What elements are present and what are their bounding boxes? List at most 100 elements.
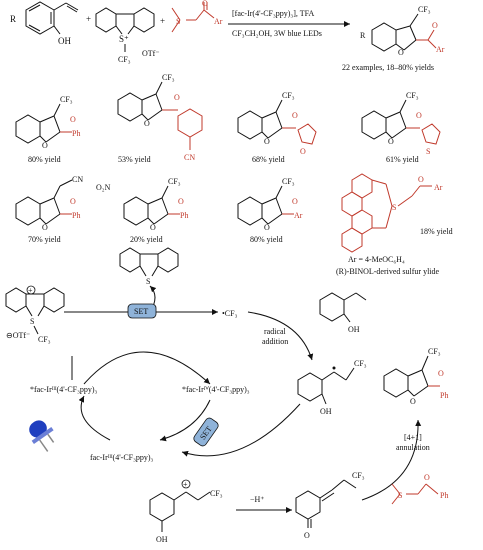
ex8-yield: 18% yield — [420, 227, 453, 236]
cf3-label: CF₃ — [118, 55, 131, 64]
cation-oh: OH — [156, 535, 168, 544]
mech-final-product: O CF₃ Ph O — [383, 347, 448, 406]
reagents-top: [fac-Ir(4'-CF₃ppy)₃], TFA — [232, 9, 314, 18]
example-4: O CF₃ O S 61% yield — [361, 91, 441, 164]
ex5-o: O — [42, 223, 48, 232]
ir-ground-label: fac-Irᴵᴵᴵ(4'-CF₃ppy)₃ — [90, 453, 154, 462]
radical-addition-1: radical — [264, 327, 287, 336]
example-3: O CF₃ O O 68% yield — [237, 91, 317, 164]
ex1-yield: 80% yield — [28, 155, 61, 164]
ex2-yield: 53% yield — [118, 155, 151, 164]
ex4-thiophene-s: S — [426, 147, 430, 156]
ex6-prefix: O₂N — [96, 183, 111, 192]
example-5: O CN Ph O 70% yield — [15, 175, 83, 244]
mech-ylide-o: O — [424, 473, 430, 482]
ylide-s-label: S — [176, 17, 180, 26]
ex1-substituent: Ph — [72, 129, 80, 138]
product-r-label: R — [360, 31, 366, 40]
ex7-o: O — [264, 223, 270, 232]
mech-ylide-ph: Ph — [440, 491, 448, 500]
ex7-cf3: CF₃ — [282, 177, 295, 186]
qm-cf3: CF₃ — [352, 471, 365, 480]
product-cf3-label: CF₃ — [418, 5, 431, 14]
byproduct-s-label: S — [146, 277, 150, 286]
radical-cf3: CF₃ — [354, 359, 367, 368]
ex7-yield: 80% yield — [250, 235, 283, 244]
ex5-substituent: Ph — [72, 211, 80, 220]
ex4-cf3: CF₃ — [406, 91, 419, 100]
example-1: O CF₃ Ph O 80% yield — [15, 95, 80, 164]
dibenzothiophene-byproduct: S — [119, 247, 179, 286]
final-ph: Ph — [440, 391, 448, 400]
ar-definition: Ar = 4-MeOC₆H₄ — [348, 255, 405, 264]
ex3-cf3: CF₃ — [282, 91, 295, 100]
ex8-s: S — [392, 203, 396, 212]
cation-intermediate: + CF₃ OH — [149, 479, 223, 544]
scope-note: 22 examples, 18–80% yields — [342, 63, 434, 72]
radical-addition-2: addition — [262, 337, 288, 346]
ex7-o2: O — [292, 197, 298, 206]
binol-note: (R)-BINOL-derived sulfur ylide — [336, 267, 440, 276]
example-2: O CF₃ O CN 53% yield — [117, 73, 203, 164]
dihydrobenzofuran-product: O CF₃ Ar O R — [360, 5, 445, 57]
ex3-furan-o: O — [300, 147, 306, 156]
ir-iv-label: *fac-Irᴵⱽ(4'-CF₃ppy)₃ — [182, 385, 250, 394]
radical-addition-arrow — [247, 311, 314, 361]
product-o-label: O — [398, 48, 404, 57]
final-o2: O — [438, 369, 444, 378]
example-7: O CF₃ Ar O 80% yield — [237, 177, 303, 244]
cf3-radical: •CF₃ — [222, 309, 238, 318]
ex8-substituent: Ar — [434, 183, 443, 192]
cycle-arc-right — [159, 399, 211, 442]
dibenzothiophenium-reagent: S⁺ CF₃ OTf⁻ — [95, 7, 160, 64]
cation-plus: + — [183, 480, 188, 489]
quinone-methide: CF₃ O — [295, 471, 365, 540]
final-cf3: CF₃ — [428, 347, 441, 356]
ex6-substituent: Ph — [180, 211, 188, 220]
ex2-cf3: CF₃ — [162, 73, 175, 82]
qm-o: O — [304, 531, 310, 540]
mech-plus-sign: + — [28, 286, 33, 295]
ex1-o2: O — [70, 115, 76, 124]
ex5-o2: O — [70, 197, 76, 206]
mech-s-label: S — [30, 317, 34, 326]
ex6-cf3: CF₃ — [168, 177, 181, 186]
r-substituent-label: R — [10, 14, 16, 24]
ex1-o: O — [42, 141, 48, 150]
cycle-arc-top — [83, 351, 211, 385]
ex2-o2: O — [174, 93, 180, 102]
radical-intermediate: CF₃ OH — [297, 359, 367, 416]
s-plus-label: S⁺ — [119, 34, 129, 44]
annulation-1: [4+1] — [404, 433, 422, 442]
ex6-o: O — [150, 223, 156, 232]
set-arrow-bottom — [181, 403, 301, 457]
ex3-o: O — [264, 137, 270, 146]
set-badge-bottom: SET — [193, 417, 219, 447]
product-ar-label: Ar — [436, 45, 445, 54]
mech-dibenzothiophenium: + S CF₃ ⊖OTf⁻ — [5, 285, 65, 344]
set-badge-top: SET — [127, 303, 157, 319]
annulation-arrow — [361, 419, 422, 501]
ex1-cf3: CF₃ — [60, 95, 73, 104]
mech-ylide: S O Ph — [391, 473, 448, 505]
example-8-binol-ylide: S O Ar 18% yield — [341, 173, 453, 253]
plus-sign-1: + — [86, 14, 91, 24]
mech-vinylphenol: OH — [319, 292, 367, 334]
ex2-o: O — [144, 119, 150, 128]
blue-led-icon — [29, 420, 55, 452]
plus-sign-2: + — [160, 16, 165, 26]
ex3-yield: 68% yield — [252, 155, 285, 164]
radical-oh: OH — [320, 407, 332, 416]
ex3-o2: O — [292, 111, 298, 120]
example-6: O₂N O CF₃ Ph O 20% yield — [96, 177, 188, 244]
ex4-o: O — [388, 137, 394, 146]
ex6-o2: O — [178, 197, 184, 206]
cation-cf3: CF₃ — [210, 489, 223, 498]
cycle-arc-left — [78, 395, 111, 441]
sulfur-ylide-reagent: S O Ar — [171, 0, 223, 33]
oh-label: OH — [58, 36, 71, 46]
ex4-o2: O — [416, 111, 422, 120]
mech-ylide-s: S — [398, 491, 402, 500]
ex5-side: CN — [72, 175, 83, 184]
